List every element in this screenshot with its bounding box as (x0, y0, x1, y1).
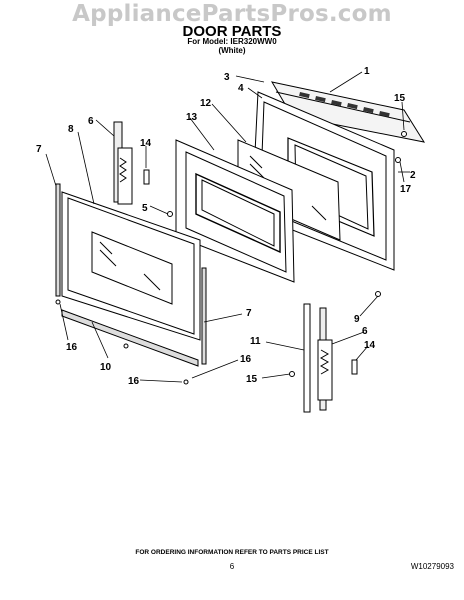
part-side-trim-right (201, 267, 207, 365)
callout-15-lower: 15 (246, 374, 258, 385)
callout-7-left: 7 (36, 144, 42, 155)
part-hinge-receiver (303, 303, 311, 413)
callout-17: 17 (400, 184, 412, 195)
callout-12: 12 (200, 98, 212, 109)
callout-3: 3 (224, 72, 230, 83)
part-side-trim-left (55, 183, 61, 297)
callout-4: 4 (238, 83, 244, 94)
part-hinge-clip-lower (351, 359, 358, 375)
part-hinge-lower (317, 307, 333, 411)
leader-lines (45, 71, 410, 383)
callout-16-bottom: 16 (128, 376, 140, 387)
part-inner-door (175, 139, 295, 283)
model-line: For Model: IER320WW0 (187, 37, 277, 46)
part-door-top-trim (270, 81, 426, 143)
screw-icon (55, 131, 407, 385)
callout-7-right: 7 (246, 308, 252, 319)
callout-8: 8 (68, 124, 74, 135)
callout-6-upper: 6 (88, 116, 94, 127)
callout-16-left: 16 (66, 342, 78, 353)
part-hinge-clip-upper (143, 169, 150, 185)
callout-11: 11 (250, 336, 261, 347)
callout-2: 2 (410, 170, 416, 181)
callout-13: 13 (186, 112, 198, 123)
callout-6-lower: 6 (362, 326, 368, 337)
page-number: 6 (229, 562, 235, 571)
callout-10: 10 (100, 362, 112, 373)
color-variant: (White) (218, 46, 246, 55)
page-title: DOOR PARTS (182, 23, 282, 40)
part-outer-door (61, 191, 201, 341)
part-hinge-upper (113, 121, 133, 205)
document-number: W10279093 (410, 562, 454, 571)
callout-16-right: 16 (240, 354, 252, 365)
callout-1: 1 (364, 66, 370, 77)
callout-9: 9 (354, 314, 360, 325)
ordering-note: FOR ORDERING INFORMATION REFER TO PARTS … (135, 549, 329, 556)
site-watermark: AppliancePartsPros.com (72, 1, 392, 27)
callout-5: 5 (142, 203, 148, 214)
callout-14-upper: 14 (140, 138, 152, 149)
callout-15-upper: 15 (394, 93, 406, 104)
callout-14-lower: 14 (364, 340, 376, 351)
